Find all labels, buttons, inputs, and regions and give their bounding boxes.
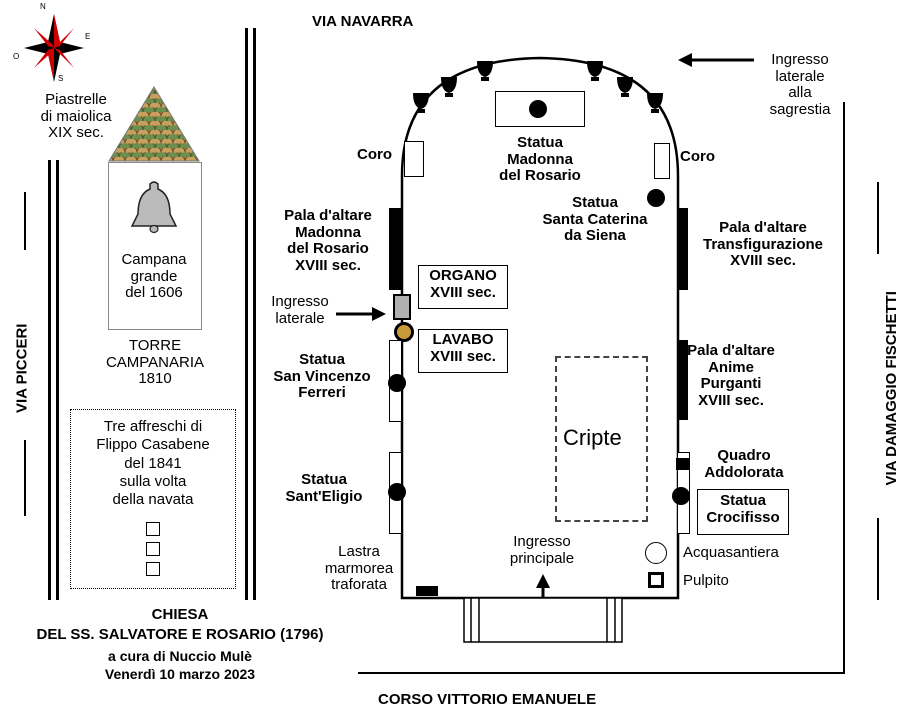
- crocifisso-box: [697, 489, 789, 535]
- title-line2: DEL SS. SALVATORE E ROSARIO (1796): [36, 626, 324, 643]
- compass-s: S: [58, 74, 64, 83]
- vincenzo-statue-label: Statua San Vincenzo Ferreri: [273, 351, 371, 401]
- crypt-label: Cripte: [563, 425, 622, 450]
- street-line: [56, 160, 59, 600]
- pulpit-mark: [648, 572, 664, 588]
- compass-rose-icon: [24, 14, 84, 82]
- main-entrance-label: Ingresso principale: [509, 533, 575, 567]
- fresco-square: [146, 542, 160, 556]
- street-line: [253, 28, 256, 600]
- vincenzo-statue-dot: [388, 374, 406, 392]
- quadro-label: Quadro Addolorata: [704, 447, 784, 481]
- altar-transfig-label: Pala d'altare Transfigurazione XVIII sec…: [702, 219, 824, 269]
- title-line3: a cura di Nuccio Mulè: [108, 648, 252, 664]
- street-line-east: [843, 102, 845, 674]
- title-line1: CHIESA: [151, 606, 209, 623]
- tower-label: TORRE CAMPANARIA 1810: [105, 337, 205, 387]
- street-east: VIA DAMAGGIO FISCHETTI: [882, 291, 900, 486]
- street-dash: [24, 440, 26, 516]
- street-south: CORSO VITTORIO EMANUELE: [378, 691, 597, 708]
- choir-right: [654, 143, 670, 179]
- organ-label: ORGANO XVIII sec.: [429, 267, 497, 301]
- quadro-frame: [676, 458, 689, 470]
- caterina-statue-label: Statua Santa Caterina da Siena: [542, 194, 648, 244]
- tiles-label: Piastrelle di maiolica XIX sec.: [40, 91, 112, 141]
- lavabo-box: [418, 329, 508, 373]
- street-dash: [877, 518, 879, 600]
- crocifisso-label: Statua Crocifisso: [706, 492, 780, 526]
- madonna-statue-dot: [529, 100, 547, 118]
- altar-madonna-bar: [389, 208, 401, 290]
- side-entrance-label: Ingresso laterale: [271, 293, 329, 327]
- sacristy-entrance-label: Ingresso laterale alla sagrestia: [769, 51, 831, 118]
- crypt-area: [555, 356, 648, 522]
- eligio-statue-label: Statua Sant'Eligio: [285, 471, 363, 505]
- title-line4: Venerdì 10 marzo 2023: [104, 666, 256, 682]
- caterina-statue-dot: [647, 189, 665, 207]
- street-north: VIA NAVARRA: [312, 13, 414, 30]
- altar-anime-label: Pala d'altare Anime Purganti XVIII sec.: [687, 342, 775, 409]
- fresco-square: [146, 562, 160, 576]
- organ-box: [418, 265, 508, 309]
- street-dash: [877, 182, 879, 254]
- choir-right-label: Coro: [680, 148, 715, 165]
- compass-e: E: [85, 32, 91, 41]
- choir-left-label: Coro: [357, 146, 392, 163]
- eligio-statue-dot: [388, 483, 406, 501]
- altar-anime-bar: [677, 340, 688, 420]
- acquasantiera-label: Acquasantiera: [683, 544, 779, 561]
- compass-o: O: [13, 52, 20, 61]
- bell-icon: [130, 181, 178, 234]
- choir-left: [404, 141, 424, 177]
- street-line: [48, 160, 51, 600]
- altar-transfig-bar: [677, 208, 688, 290]
- bell-label: Campana grande del 1606: [121, 251, 187, 301]
- arrow-left-icon: [678, 53, 754, 67]
- pulpito-label: Pulpito: [683, 572, 729, 589]
- side-door: [393, 294, 411, 320]
- compass-n: N: [40, 2, 46, 11]
- street-west: VIA PICCERI: [13, 323, 31, 413]
- street-line: [245, 28, 248, 600]
- apse-candles-icon: [413, 61, 663, 113]
- street-dash: [24, 192, 26, 250]
- crocifisso-dot: [672, 487, 690, 505]
- entrance-steps: [463, 597, 623, 643]
- lastra-mark: [416, 586, 438, 596]
- altar-madonna-label: Pala d'altare Madonna del Rosario XVIII …: [284, 207, 372, 274]
- lastra-label: Lastra marmorea traforata: [324, 543, 394, 593]
- holy-water-font: [645, 542, 667, 564]
- lavabo-label: LAVABO XVIII sec.: [430, 331, 496, 365]
- frescoes-label: Tre affreschi di Flippo Casabene del 184…: [96, 418, 210, 509]
- maiolica-tiles-icon: [108, 86, 200, 162]
- street-line-south: [358, 672, 845, 674]
- fresco-square: [146, 522, 160, 536]
- frescoes-box: [70, 409, 236, 589]
- arrow-right-icon: [336, 307, 386, 321]
- lavabo-basin: [394, 322, 414, 342]
- madonna-statue-label: Statua Madonna del Rosario: [499, 134, 581, 184]
